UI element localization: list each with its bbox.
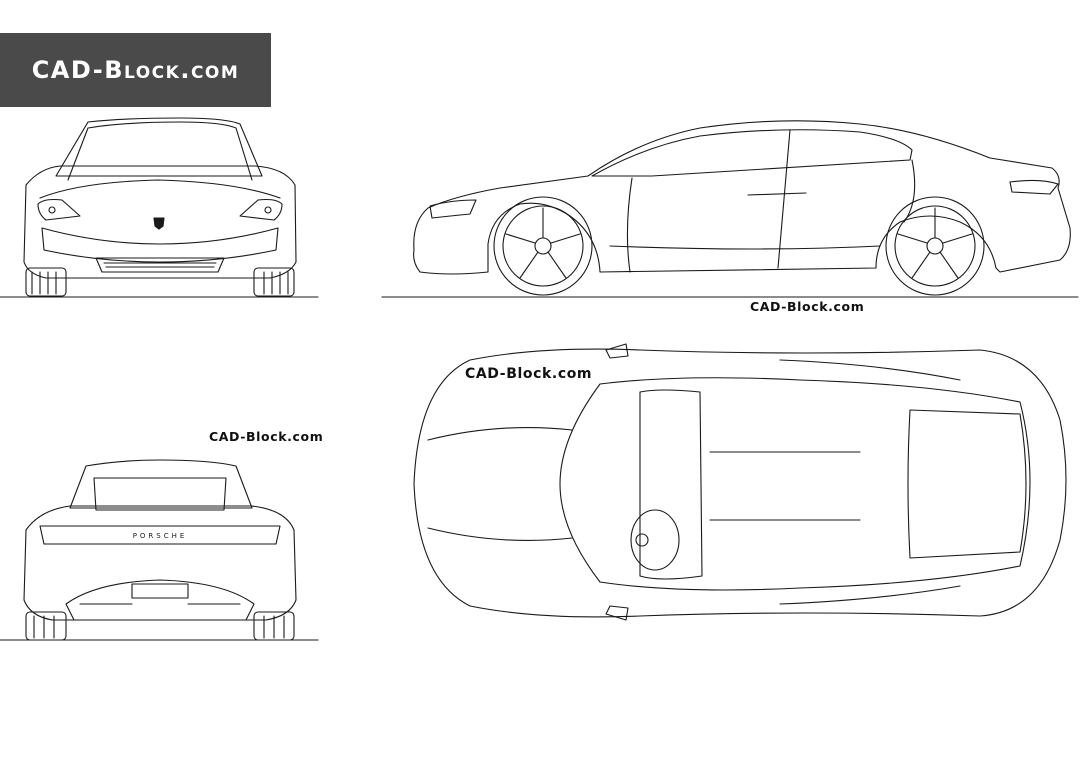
watermark-side: CAD-Block.com: [750, 299, 865, 314]
front-body: [23, 165, 297, 279]
top-rear-window: [907, 409, 1027, 559]
top-shoulder-line: [779, 585, 961, 605]
side-door-handle: [747, 192, 807, 196]
wheel-spoke: [505, 233, 536, 244]
wheel-spoke: [897, 233, 928, 244]
top-hood-crease: [427, 426, 573, 441]
front-wheel-tire: [493, 196, 593, 296]
front-view: [0, 117, 319, 298]
top-greenhouse: [559, 377, 1031, 591]
logo-text: CAD-Block.com: [31, 56, 240, 84]
side-view: [381, 120, 1079, 298]
front-grille: [95, 257, 225, 273]
front-crest-icon: [153, 217, 165, 230]
left-headlight-lamp: [48, 206, 56, 214]
rear-window: [93, 477, 227, 511]
cad-block-logo: CAD-Block.com: [0, 33, 271, 107]
steering-wheel-icon: [630, 509, 680, 571]
top-body-outline: [413, 348, 1067, 618]
top-shoulder-line: [779, 359, 961, 381]
top-dashboard: [639, 389, 703, 580]
front-wheel-rim: [502, 205, 584, 287]
wheel-spoke: [519, 251, 539, 279]
wheel-spoke: [942, 233, 973, 244]
rear-roof: [69, 459, 253, 509]
side-taillight: [1009, 179, 1059, 195]
rear-wheel-tire: [885, 196, 985, 296]
rear-badge-text: PORSCHE: [133, 532, 188, 540]
rear-light-bar: [39, 525, 281, 545]
front-windshield-outline: [55, 117, 263, 177]
wheel-spoke: [939, 251, 959, 279]
front-right-tire: [253, 267, 295, 297]
left-headlight: [37, 198, 81, 221]
front-hood-line: [39, 179, 281, 199]
rear-view: PORSCHE: [0, 459, 319, 641]
right-headlight: [239, 198, 283, 221]
side-sill-line: [609, 245, 881, 250]
wheel-spoke: [547, 251, 567, 279]
left-mirror: [605, 343, 629, 359]
watermark-top: CAD-Block.com: [465, 366, 593, 382]
right-headlight-lamp: [264, 206, 272, 214]
side-headlight: [429, 199, 477, 219]
side-body-outline: [413, 120, 1071, 275]
front-windshield: [67, 121, 253, 181]
top-hood-crease: [427, 527, 573, 542]
side-front-door-edge: [626, 177, 633, 273]
rear-right-tire: [253, 611, 295, 641]
rear-body: [23, 505, 297, 621]
wheel-spoke: [550, 233, 581, 244]
top-view: [413, 343, 1067, 621]
wheel-spoke: [911, 251, 931, 279]
rear-left-tire: [25, 611, 67, 641]
watermark-rear: CAD-Block.com: [209, 429, 324, 444]
front-bumper: [41, 227, 279, 263]
side-window: [591, 129, 913, 177]
steering-hub: [635, 533, 649, 547]
rear-wheel-hub-icon: [926, 237, 944, 255]
rear-license-plate: [131, 583, 189, 599]
rear-wheel-rim: [894, 205, 976, 287]
rear-diffuser: [65, 579, 255, 621]
front-wheel-hub-icon: [534, 237, 552, 255]
right-mirror: [605, 605, 629, 621]
side-door-split: [777, 129, 791, 269]
front-left-tire: [25, 267, 67, 297]
